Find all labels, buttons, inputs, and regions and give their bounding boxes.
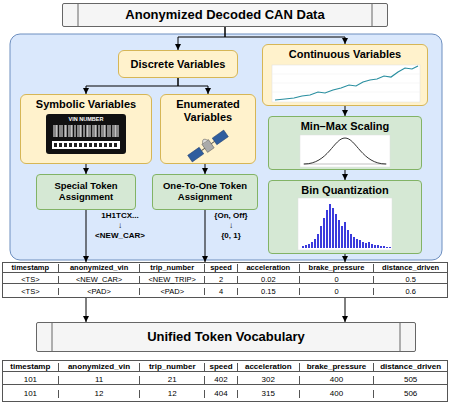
source-box: Anonymized Decoded CAN Data <box>62 3 388 27</box>
column-header: anonymized_vin <box>59 264 141 273</box>
table-cell: 12 <box>59 390 141 398</box>
token-table: timestampanonymized_vintrip_numberspeeda… <box>2 360 448 402</box>
box-title: Discrete Variables <box>131 58 226 71</box>
flow-arrow <box>205 210 206 262</box>
flow-arrow <box>178 78 208 94</box>
process-box: Min–Max Scaling <box>268 116 422 170</box>
example-token: <NEW_CAR> <box>92 232 148 241</box>
flow-arrow <box>86 298 87 322</box>
table-cell: 315 <box>238 390 300 398</box>
table-cell: 12 <box>140 390 205 398</box>
table-cell: 400 <box>300 376 375 385</box>
process-box: Special Token Assignment <box>36 174 136 210</box>
example-value: {On, Off} <box>206 212 256 221</box>
column-header: timestamp <box>3 363 59 372</box>
flow-arrow <box>345 106 346 116</box>
table-cell: 0.02 <box>238 276 300 285</box>
table-cell: 0.15 <box>238 288 300 296</box>
flow-arrow <box>345 254 346 262</box>
process-box: One-To-One Token Assignment <box>152 174 258 210</box>
table-cell: 11 <box>59 376 141 385</box>
table-cell: 505 <box>374 376 447 385</box>
flow-arrow <box>178 27 225 50</box>
table-cell: <NEW_CAR> <box>59 276 141 285</box>
table-cell: 404 <box>205 390 238 398</box>
column-header: brake_pressure <box>300 363 375 372</box>
mapping-arrow: ↓ <box>92 222 148 231</box>
column-header: timestamp <box>3 264 59 273</box>
table-cell: 21 <box>140 376 205 385</box>
vocabulary-box: Unified Token Vocabulary <box>36 322 416 352</box>
box-title: One-To-One Token Assignment <box>157 181 253 203</box>
box-title: Unified Token Vocabulary <box>147 330 305 345</box>
pipeline-panel <box>10 34 442 260</box>
box-title: Bin Quantization <box>301 184 388 197</box>
flow-arrow <box>86 210 87 262</box>
table-cell: 402 <box>205 376 238 385</box>
category-box: Continuous Variables <box>262 44 428 106</box>
flow-arrow <box>205 164 206 174</box>
table-cell: <TS> <box>3 288 59 296</box>
table-cell: 0 <box>300 288 375 296</box>
column-header: acceleration <box>238 363 300 372</box>
flow-arrow <box>345 170 346 180</box>
column-header: speed <box>205 363 238 372</box>
column-header: anonymized_vin <box>59 363 141 372</box>
table-cell: 0 <box>300 276 375 285</box>
column-header: trip_number <box>140 363 205 372</box>
table-cell: <NEW_TRIP> <box>140 276 205 285</box>
box-title: Symbolic Variables <box>36 98 136 111</box>
flow-arrow <box>345 298 346 322</box>
table-cell: 0.5 <box>374 276 447 285</box>
column-header: brake_pressure <box>300 264 375 273</box>
flow-arrow <box>86 78 178 94</box>
box-title: Special Token Assignment <box>41 181 131 203</box>
table-cell: 2 <box>205 276 238 285</box>
table-cell: 302 <box>238 376 300 385</box>
table-cell: <PAD> <box>59 288 141 296</box>
category-box: Symbolic Variables <box>20 94 152 164</box>
column-header: distance_driven <box>374 264 447 273</box>
box-title: Enumerated Variables <box>165 98 251 123</box>
table-cell: 101 <box>3 376 59 385</box>
box-title: Anonymized Decoded CAN Data <box>125 8 324 23</box>
process-box: Bin Quantization <box>268 180 422 254</box>
data-table: timestampanonymized_vintrip_numberspeeda… <box>2 262 448 298</box>
flow-arrow <box>225 27 345 44</box>
column-header: trip_number <box>140 264 205 273</box>
table-cell: <TS> <box>3 276 59 285</box>
category-box: Enumerated Variables <box>160 94 256 164</box>
column-header: speed <box>205 264 238 273</box>
table-cell: 0.6 <box>374 288 447 296</box>
example-token: {0, 1} <box>206 232 256 241</box>
category-box: Discrete Variables <box>118 50 238 78</box>
flow-arrow <box>86 164 87 174</box>
table-cell: <PAD> <box>140 288 205 296</box>
plate-label: VIN NUMBER <box>46 116 126 122</box>
table-cell: 506 <box>374 390 447 398</box>
example-value: 1H1TCX... <box>92 212 148 221</box>
table-cell: 4 <box>205 288 238 296</box>
box-title: Continuous Variables <box>289 48 401 61</box>
mapping-arrow: ↓ <box>206 222 256 231</box>
table-cell: 101 <box>3 390 59 398</box>
table-cell: 400 <box>300 390 375 398</box>
box-title: Min–Max Scaling <box>301 120 390 133</box>
column-header: distance_driven <box>374 363 447 372</box>
column-header: acceleration <box>238 264 300 273</box>
